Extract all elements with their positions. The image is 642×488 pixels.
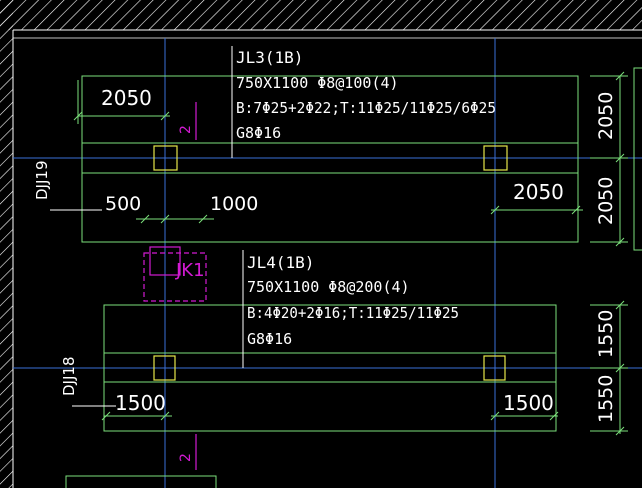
- dim-jl3-offset-tick-b: [160, 214, 170, 224]
- right-edge-outline: [633, 67, 642, 251]
- jl3-dim-height-bottom[interactable]: 2050: [595, 177, 617, 225]
- dim-jl3-left-tick-b: [160, 111, 170, 121]
- beam-jl4-outline[interactable]: [103, 304, 557, 432]
- jl3-side-bars[interactable]: G8Φ16: [236, 124, 281, 142]
- jl3-rebar[interactable]: B:7Φ25+2Φ22;T:11Φ25/11Φ25/6Φ25: [236, 99, 496, 117]
- dim-jl3-vert-tick-c: [615, 237, 625, 247]
- leaders: [50, 46, 244, 407]
- axis-lines: [13, 38, 642, 488]
- dim-jl3-offset-tick-c: [198, 214, 208, 224]
- dim-jl4-vert-tick-a: [615, 300, 625, 310]
- pit-jk1-outline[interactable]: [143, 252, 207, 302]
- dim-jl3-vert-tick-a: [615, 71, 625, 81]
- jl4-dim-left-overhang[interactable]: 1500: [115, 391, 166, 415]
- jl3-dim-height-top[interactable]: 2050: [595, 92, 617, 140]
- jl4-section[interactable]: 750X1100 Φ8@200(4): [247, 278, 410, 296]
- jl3-dim-offset-500[interactable]: 500: [105, 193, 141, 215]
- pit-jk1-inner: [149, 246, 181, 276]
- column-jl3-left[interactable]: [153, 145, 178, 171]
- dim-jl3-right-tick-a: [490, 205, 500, 215]
- section-mark-jl3-text[interactable]: 2: [178, 125, 194, 134]
- beam-jl4[interactable]: [103, 304, 557, 432]
- pit-jk1-label[interactable]: JK1: [175, 260, 205, 281]
- beam-jl3[interactable]: [81, 75, 579, 243]
- jl4-dim-height-bottom[interactable]: 1550: [595, 375, 617, 423]
- magenta-marks: [143, 102, 207, 470]
- section-mark-jl4-text[interactable]: 2: [178, 453, 194, 462]
- dim-jl3-offset-tick-a: [140, 214, 150, 224]
- jl4-title[interactable]: JL4(1B): [247, 253, 314, 272]
- beam-partial-bottom[interactable]: [65, 475, 217, 488]
- dims-jl3: [73, 71, 628, 247]
- dim-jl4-right-tick-a: [490, 411, 500, 421]
- hatched-wall-left: [0, 0, 13, 488]
- jl4-side-bars[interactable]: G8Φ16: [247, 330, 292, 348]
- jl4-rebar[interactable]: B:4Φ20+2Φ16;T:11Φ25/11Φ25: [247, 304, 459, 322]
- dim-jl4-left-tick-a: [101, 411, 111, 421]
- dim-jl3-left-tick-a: [73, 111, 83, 121]
- hatched-wall-top: [0, 0, 642, 30]
- beam-jl3-outline[interactable]: [81, 75, 579, 243]
- column-jl4-right[interactable]: [483, 355, 506, 381]
- dims-jl4: [101, 300, 628, 436]
- dim-jl3-vert-tick-b: [615, 153, 625, 163]
- column-jl3-right[interactable]: [483, 145, 508, 171]
- jl3-section[interactable]: 750X1100 Φ8@100(4): [236, 74, 399, 92]
- jl4-dim-height-top[interactable]: 1550: [595, 310, 617, 358]
- jl3-dim-offset-1000[interactable]: 1000: [210, 193, 258, 215]
- jl4-foundation-label[interactable]: DJJ18: [60, 357, 78, 397]
- dim-jl4-vert-tick-c: [615, 426, 625, 436]
- dim-jl4-right-tick-b: [549, 411, 559, 421]
- jl3-foundation-label[interactable]: DJJ19: [33, 161, 51, 201]
- jl3-dim-right-overhang[interactable]: 2050: [513, 180, 564, 204]
- dim-jl3-right-tick-b: [571, 205, 581, 215]
- column-jl4-left[interactable]: [153, 355, 176, 381]
- dim-jl4-left-tick-b: [160, 411, 170, 421]
- jl3-title[interactable]: JL3(1B): [236, 48, 303, 67]
- jl3-dim-left-overhang[interactable]: 2050: [101, 86, 152, 110]
- jl4-dim-right-overhang[interactable]: 1500: [503, 391, 554, 415]
- dim-jl4-vert-tick-b: [615, 363, 625, 373]
